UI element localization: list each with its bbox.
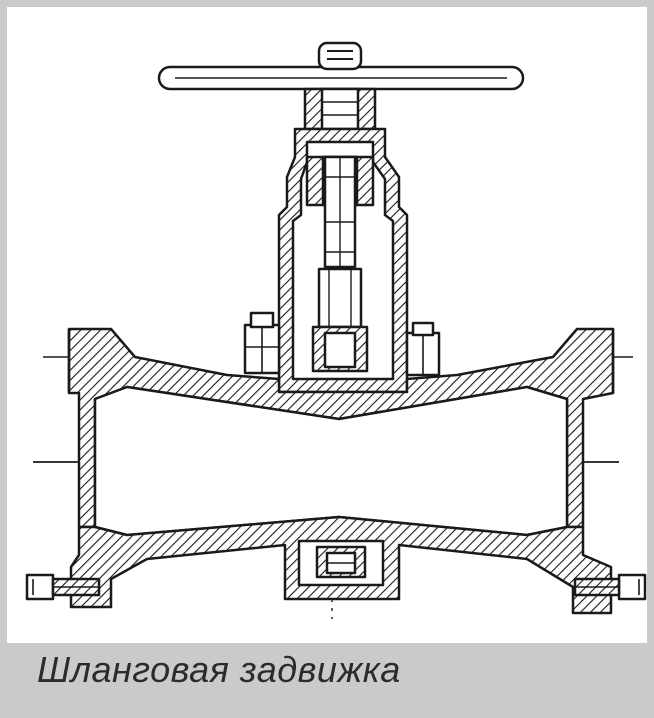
caption-bar: Шланговая задвижка [7,643,647,711]
bonnet-bolt-left [243,311,281,375]
flange-left [43,329,71,393]
figure-caption: Шланговая задвижка [37,649,401,690]
bonnet-bolt-right [405,321,441,377]
handwheel-icon [157,41,525,91]
valve-drawing [25,41,647,619]
stem-nut [303,87,377,131]
flange-right [611,329,633,393]
lower-body [69,515,613,615]
bolt-icon-right [573,573,647,601]
bolt-icon [25,573,101,601]
bonnet [277,127,409,394]
